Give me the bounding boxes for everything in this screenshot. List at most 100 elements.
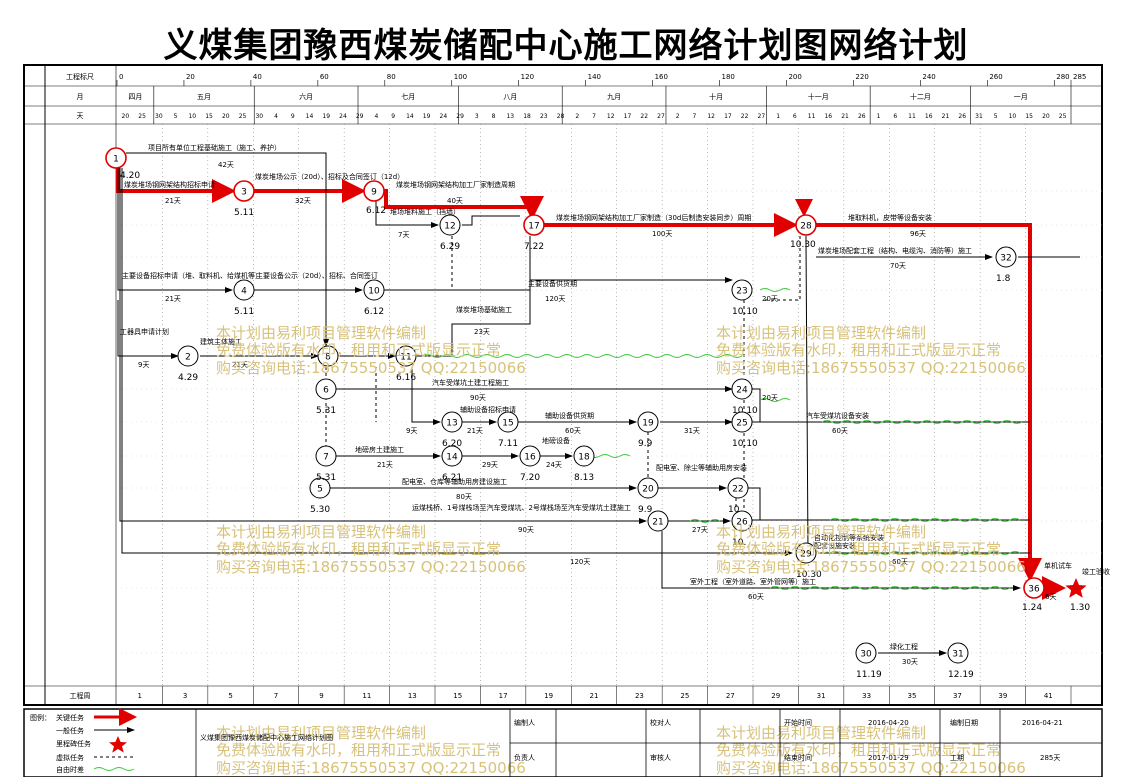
day-0: 20: [122, 113, 130, 120]
note-n8: 工器具申请计划: [120, 327, 169, 336]
task-label-7: 主要设备招标申请（堆、取料机、给煤机等）: [122, 271, 262, 280]
scale-tick-1: 20: [186, 73, 195, 81]
watermark-8: 免费体验版有水印，租用和正式版显示正常: [216, 540, 501, 558]
node-2: [177, 345, 199, 367]
node-date-18: 8.13: [574, 473, 594, 483]
task-duration-7: 21天: [165, 295, 181, 303]
scale-tick-13: 260: [989, 73, 1002, 81]
month-7: 十一月: [808, 92, 829, 101]
task-duration-4: 100天: [652, 230, 672, 238]
day-8: 30: [255, 113, 263, 120]
day-15: 4: [375, 113, 379, 120]
header-label-month: 月: [77, 93, 84, 101]
watermark-9: 购买咨询电话:18675550537 QQ:22150066: [216, 558, 526, 576]
node-5: [309, 477, 331, 499]
node-label-32: 32: [1000, 254, 1011, 264]
month-9: 一月: [1014, 93, 1028, 101]
node-6: [315, 378, 337, 400]
info-end-value: 2017-01-29: [868, 754, 909, 762]
info-checker-label: 校对人: [650, 718, 671, 727]
node-label-3: 3: [241, 188, 247, 198]
node-1: [105, 147, 127, 169]
day-12: 19: [322, 113, 330, 120]
day-33: 2: [676, 113, 680, 120]
node-date-14: 6.21: [442, 473, 462, 483]
critical-arrow-28-36: [816, 223, 1042, 582]
legend-item-normal: 一般任务: [56, 726, 84, 735]
week-3: 7: [274, 692, 278, 700]
info-compiler-label: 编制人: [514, 718, 535, 727]
node-label-24: 24: [736, 386, 748, 396]
page-title: 义煤集团豫西煤炭储配中心施工网络计划图网络计划: [163, 26, 969, 66]
scale-tick-11: 220: [855, 73, 868, 81]
scale-tick-2: 40: [253, 73, 262, 81]
node-36: [1023, 577, 1045, 599]
node-date-9: 6.12: [366, 206, 386, 216]
info-period-label: 工期: [950, 754, 964, 762]
week-19: 39: [998, 692, 1007, 700]
node-label-13: 13: [446, 419, 457, 429]
task-label-6: 煤炭堆场配套工程（结构、电缆沟、消防等）施工: [818, 246, 972, 255]
day-45: 1: [877, 113, 881, 120]
info-reviewer-label: 审核人: [650, 753, 671, 762]
month-5: 九月: [607, 92, 621, 101]
node-15: [497, 411, 519, 433]
task-label-9: 主要设备供货期: [528, 279, 577, 288]
svg-text:9天: 9天: [138, 361, 149, 369]
header-label-scale: 工程标尺: [66, 72, 94, 81]
scale-tick-6: 120: [521, 73, 534, 81]
node-label-15: 15: [502, 419, 513, 429]
node-21: [647, 510, 669, 532]
node-26: [731, 510, 753, 532]
task-duration-12: 90天: [470, 394, 486, 402]
task-label-19: 运煤栈桥、1号煤栈场至汽车受煤坑、2号煤栈场至汽车受煤坑土建施工: [412, 503, 631, 512]
watermark-6: 购买咨询电话:18675550537 QQ:22150066: [716, 359, 1026, 377]
task-duration-13: 21天: [467, 427, 483, 435]
day-34: 7: [693, 113, 697, 120]
node-label-12: 12: [444, 222, 455, 232]
day-23: 13: [506, 113, 514, 120]
node-date-23: 10.10: [732, 307, 758, 317]
week-9: 19: [544, 692, 553, 700]
svg-text:20天: 20天: [762, 295, 778, 303]
node-date-12: 6.29: [440, 242, 460, 252]
node-7: [315, 445, 337, 467]
node-label-25: 25: [736, 419, 747, 429]
node-date-26: 10.: [732, 538, 746, 548]
legend-title: 图例：: [30, 713, 51, 722]
node-17: [523, 214, 545, 236]
node-32: [995, 246, 1017, 268]
svg-text:29天: 29天: [482, 461, 498, 469]
node-8: [317, 345, 339, 367]
node-label-9: 9: [371, 188, 377, 198]
task-duration-17: 80天: [456, 493, 472, 501]
task-label-15: 地磅房土建施工: [355, 445, 404, 454]
node-label-22: 22: [732, 485, 743, 495]
day-11: 14: [306, 113, 314, 120]
task-label-20: 室外工程（室外道路、室外管网等）施工: [690, 577, 816, 586]
node-label-17: 17: [528, 222, 539, 232]
node-20: [637, 477, 659, 499]
day-26: 28: [557, 113, 565, 120]
node-date-25: 10.10: [732, 439, 758, 449]
task-duration-9: 120天: [545, 295, 565, 303]
scale-tick-14: 280: [1056, 73, 1069, 81]
day-19: 24: [440, 113, 448, 120]
node-25: [731, 411, 753, 433]
day-22: 8: [492, 113, 496, 120]
node-label-2: 2: [185, 353, 191, 363]
task-duration-16: 24天: [546, 461, 562, 469]
week-2: 5: [228, 692, 232, 700]
day-42: 16: [824, 113, 832, 120]
node-13: [441, 411, 463, 433]
node-label-10: 10: [368, 287, 380, 297]
node-label-30: 30: [860, 650, 872, 660]
node-label-28: 28: [800, 222, 812, 232]
task-label-16: 地磅设备: [542, 436, 570, 445]
day-48: 16: [925, 113, 933, 120]
node-date-17: 7.22: [524, 242, 544, 252]
day-39: 1: [776, 113, 780, 120]
week-5: 11: [362, 692, 371, 700]
note-n28: 配套设施安装: [814, 541, 856, 550]
